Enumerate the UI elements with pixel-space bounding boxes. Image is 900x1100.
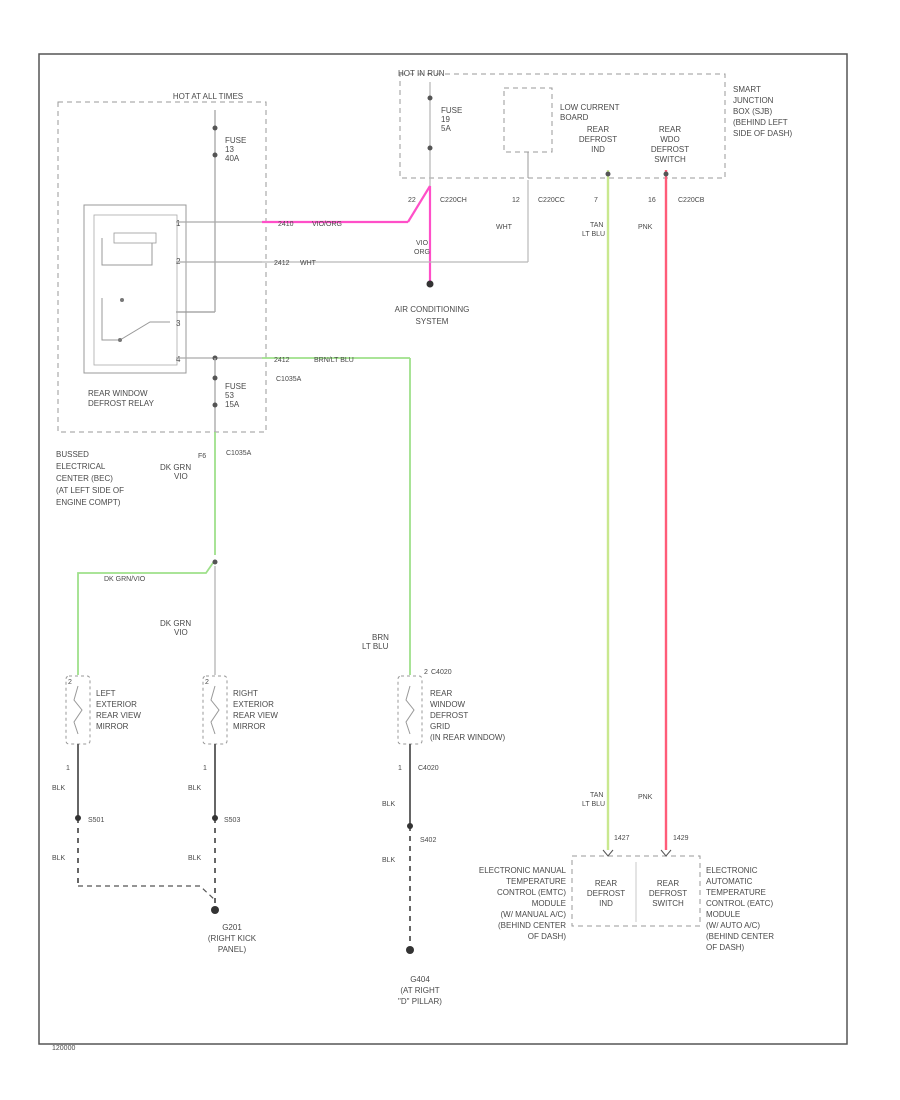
eatc-pin-1427: 1427: [614, 835, 630, 842]
right-mirror-pin-top: 2: [205, 679, 209, 686]
relay-switch: [101, 298, 170, 341]
connector-c1035a-top: C1035A: [276, 376, 302, 383]
hot-at-all-times-label: HOT AT ALL TIMES: [173, 92, 243, 101]
left-mirror-pin-top: 2: [68, 679, 72, 686]
relay-outline: [83, 204, 187, 374]
wire-wht: 2412 WHT WHT: [262, 180, 529, 267]
ground-g404-label: G404(AT RIGHT"D" PILLAR): [398, 975, 442, 1006]
hot-in-run-label: HOT IN RUN: [398, 69, 445, 78]
grid-connector-top: C4020: [431, 669, 452, 676]
c220cb: C220CB: [678, 197, 705, 204]
right-blk-top: BLK: [188, 785, 202, 792]
right-blk-bottom: BLK: [188, 855, 202, 862]
relay-pin-1: 1: [176, 219, 181, 228]
wire-pnk: PNK PNK: [638, 170, 669, 850]
grid-connector-bot: C4020: [418, 765, 439, 772]
footer-code: 120000: [52, 1045, 75, 1052]
left-blk-bottom: BLK: [52, 855, 66, 862]
c220cb-pin: 16: [648, 197, 656, 204]
wire2-color: WHT: [300, 260, 317, 267]
grid-pin-top: 2: [424, 669, 428, 676]
grid-blk-top: BLK: [382, 801, 396, 808]
wire3-color: BRN/LT BLU: [314, 357, 354, 364]
c220ch: C220CH: [440, 197, 467, 204]
grid-blk-bottom: BLK: [382, 857, 396, 864]
fuse2-terminal-top: [212, 375, 218, 381]
fuse1-terminal-top: [212, 125, 218, 131]
c220ch-pin: 22: [408, 197, 416, 204]
splice-wire-color: DK GRN/VIO: [104, 576, 146, 583]
bec-outline: [57, 101, 267, 433]
eatc-outline: [571, 855, 701, 927]
relay-coil: [101, 238, 153, 266]
left-mirror-pin-bot: 1: [66, 765, 70, 772]
left-blk-top: BLK: [52, 785, 66, 792]
ground-g404: [406, 946, 414, 954]
c220cc: C220CC: [538, 197, 565, 204]
c220cc-pin7: 7: [594, 197, 598, 204]
splice-point: [212, 559, 218, 565]
relay-pin-4: 4: [176, 355, 181, 364]
wire2-number: 2412: [274, 260, 290, 267]
connector-c1035a-bottom: C1035A: [226, 450, 252, 457]
left-splice: S501: [88, 817, 104, 824]
grid-pin-bot: 1: [398, 765, 402, 772]
wire3-number: 2412: [274, 357, 290, 364]
ground-g201: [211, 906, 219, 914]
wire1-color: VIO/ORG: [312, 221, 342, 228]
c220cc-pin: 12: [512, 197, 520, 204]
fuse2-terminal-bottom: [212, 402, 218, 408]
wht-vertical-label: WHT: [496, 224, 513, 231]
pnk-bottom: PNK: [638, 794, 653, 801]
grid-splice: S402: [420, 837, 436, 844]
fuse1-terminal-bottom: [212, 152, 218, 158]
right-splice: S503: [224, 817, 240, 824]
pin-f6: F6: [198, 453, 206, 460]
relay-pin-3: 3: [176, 319, 181, 328]
eatc-pin-1429: 1429: [673, 835, 689, 842]
right-mirror-pin-bot: 1: [203, 765, 207, 772]
sjb-outline: [399, 73, 726, 179]
diagram-frame: [38, 53, 848, 1045]
pnk-top: PNK: [638, 224, 653, 231]
wire-vio-org: 2410 VIO/ORG: [262, 185, 434, 288]
low-current-board: [503, 87, 553, 153]
wire1-number: 2410: [278, 221, 294, 228]
